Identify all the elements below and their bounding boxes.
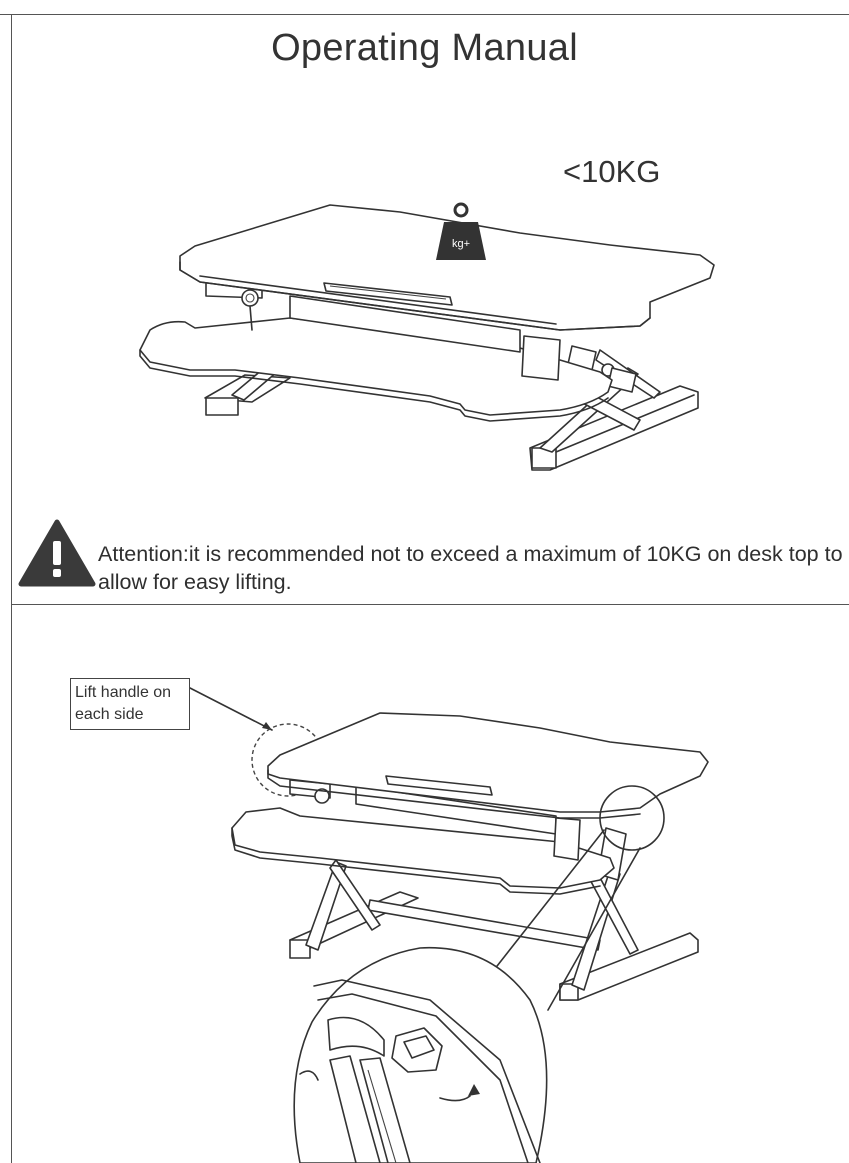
desk-top-surface [179,204,715,331]
callout-leader-line [189,687,273,731]
handle-zoom-detail [293,946,548,1163]
desk-converter-illustration-top: kg+ [18,202,715,587]
page-title: Operating Manual [271,27,578,69]
scissor-legs-bottom [305,827,639,991]
page-top-border [0,14,849,15]
section-divider [12,604,849,605]
weight-icon: kg+ [436,202,486,260]
lift-mechanism-bottom [289,779,581,861]
keyboard-tray [139,317,613,422]
handle-detail-marker [599,785,665,851]
weight-tag: kg+ [452,238,470,250]
keyboard-tray-bottom [231,807,615,895]
lift-mechanism [205,279,561,381]
desk-top-surface-bottom [267,712,709,819]
page-left-border [11,14,12,1163]
lift-handle-callout: Lift handle on each side [70,678,190,730]
attention-note: Attention:it is recommended not to excee… [98,542,843,594]
warning-icon [18,519,96,587]
weight-limit-label: <10KG [563,154,661,189]
